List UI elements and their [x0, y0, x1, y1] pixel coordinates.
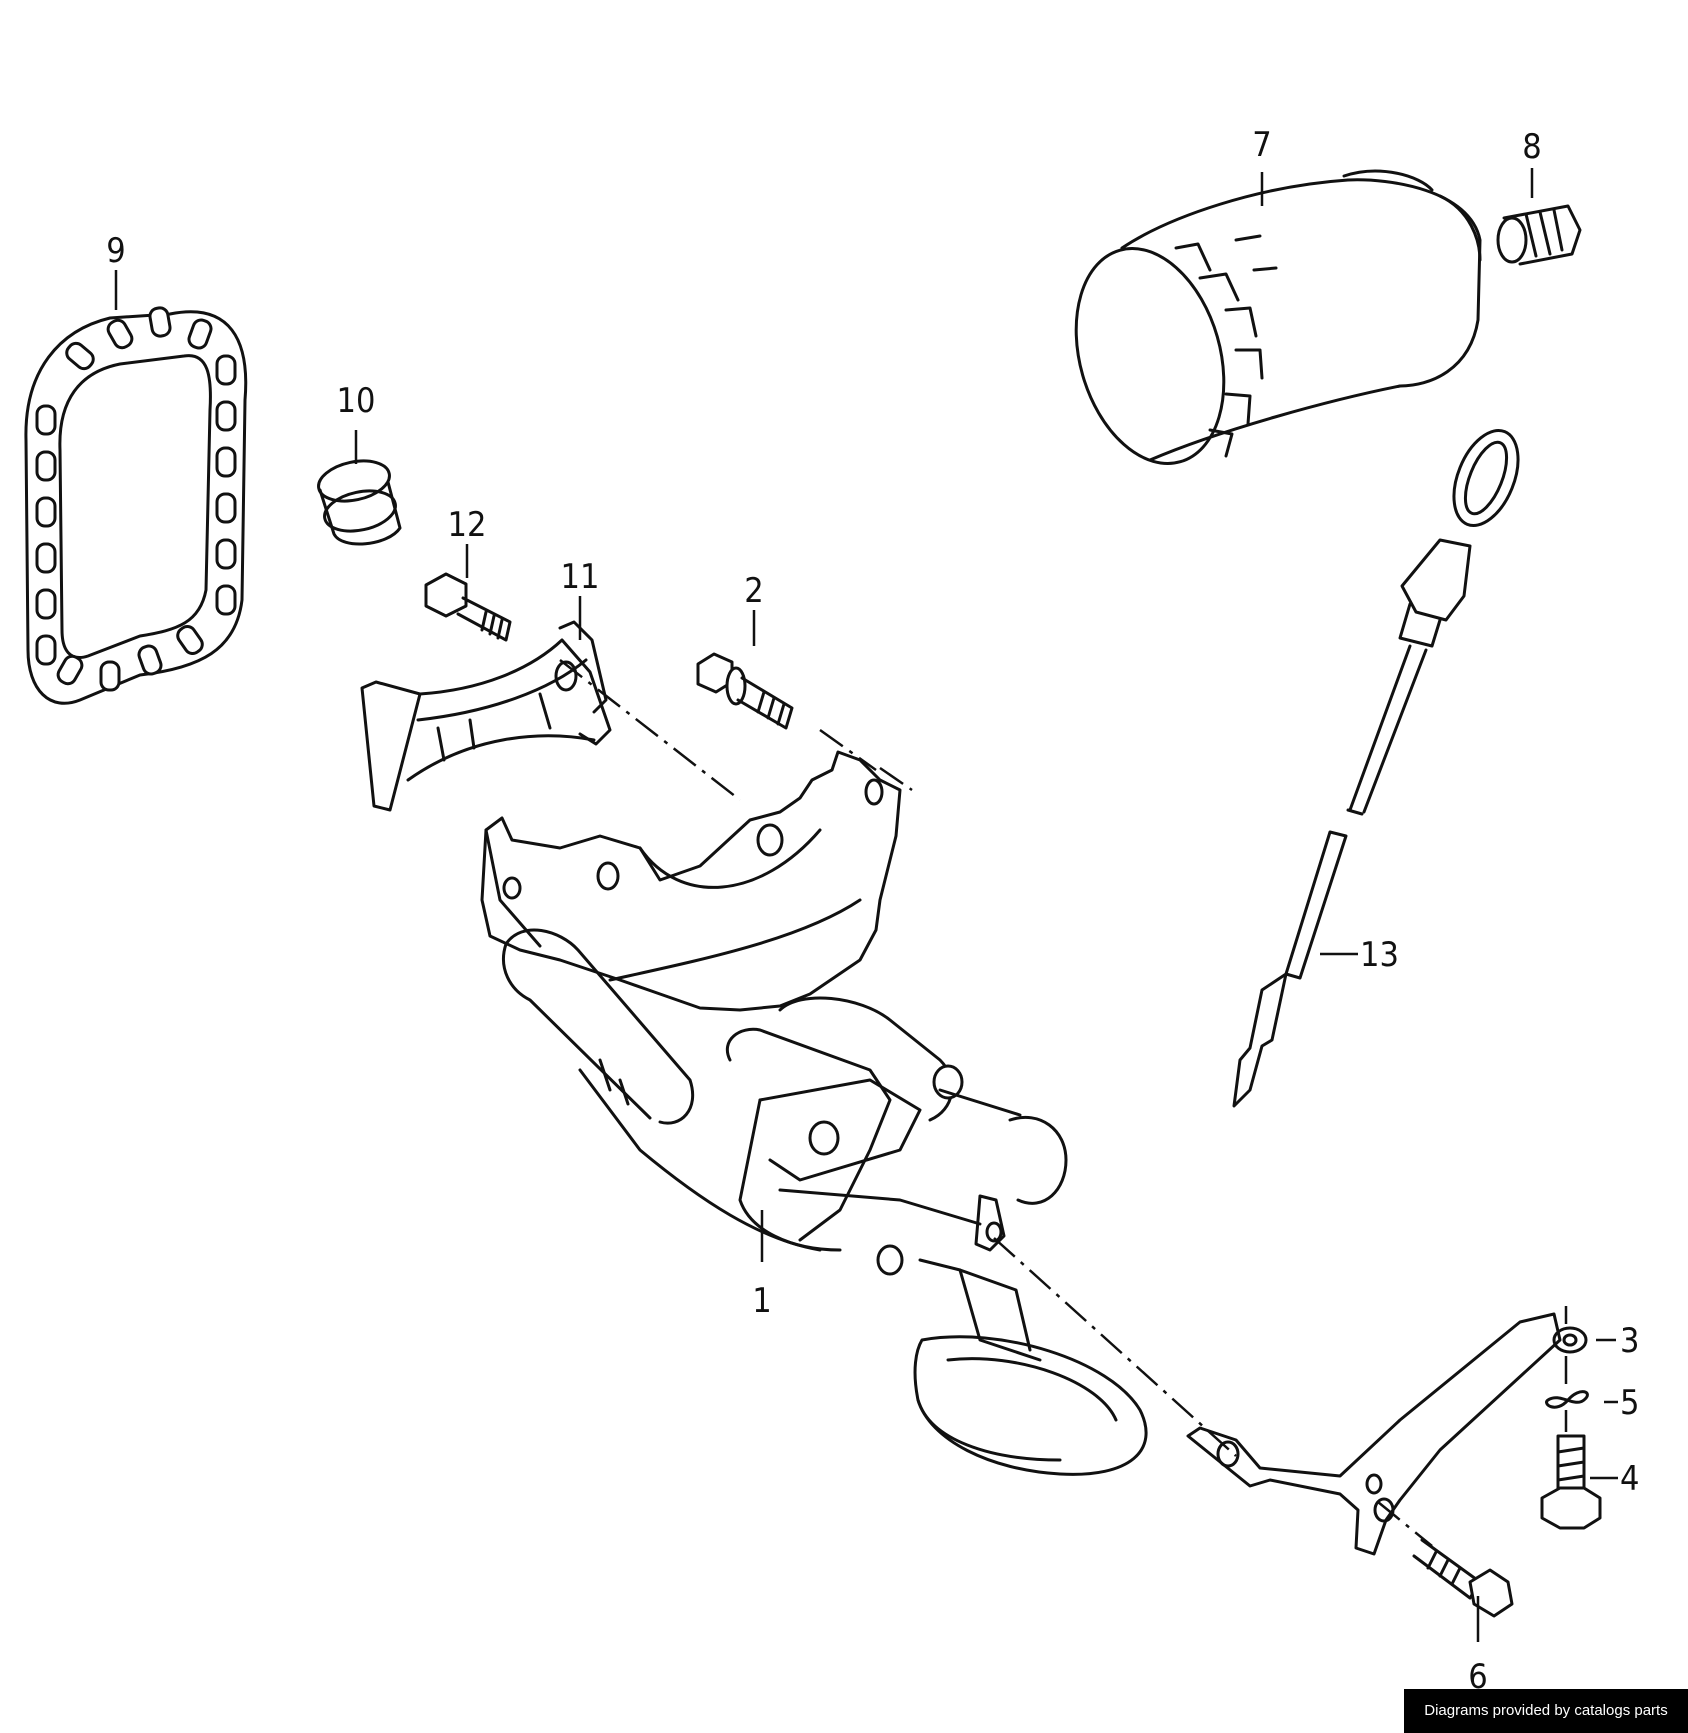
chain-link	[215, 446, 237, 478]
chain-link	[215, 492, 237, 524]
callout-12: 12	[448, 505, 487, 545]
callout-10: 10	[337, 381, 376, 421]
chain-link	[35, 496, 57, 528]
chain-guide	[360, 620, 612, 812]
bushing	[317, 459, 402, 546]
callout-7: 7	[1252, 125, 1271, 165]
chain-link	[35, 542, 57, 574]
callout-13: 13	[1360, 935, 1399, 975]
chain-link	[99, 660, 121, 692]
pump-support-strap	[1186, 1312, 1602, 1618]
timing-chain	[24, 306, 248, 705]
chain-link	[35, 404, 57, 436]
callout-6: 6	[1468, 1657, 1487, 1697]
chain-link	[65, 341, 95, 371]
chain-link	[215, 538, 237, 570]
chain-link	[35, 588, 57, 620]
chain-link	[35, 450, 57, 482]
chain-link	[176, 625, 204, 655]
chain-link	[137, 644, 163, 676]
dipstick	[1232, 428, 1520, 1108]
callout-4: 4	[1620, 1459, 1639, 1499]
assembly-lines	[559, 659, 1568, 1547]
threaded-plug	[1496, 204, 1582, 266]
chain-link	[187, 318, 213, 350]
oil-filter	[1074, 169, 1482, 465]
callout-1: 1	[752, 1281, 771, 1321]
callout-11: 11	[561, 557, 600, 597]
callout-5: 5	[1620, 1383, 1639, 1423]
oil-pump	[480, 750, 1148, 1476]
callout-8: 8	[1522, 127, 1541, 167]
callout-2: 2	[744, 571, 763, 611]
chain-link	[215, 400, 237, 432]
credit-banner: Diagrams provided by catalogs parts	[1404, 1689, 1688, 1733]
chain-link	[35, 634, 57, 666]
callout-labels: 9 10 12 11 2 7 8 13 1 3 5 4 6	[106, 125, 1639, 1697]
mounting-bolt	[696, 652, 794, 730]
callout-3: 3	[1620, 1321, 1639, 1361]
chain-link	[106, 318, 134, 350]
bracket-bolt	[424, 572, 512, 642]
leader-lines	[114, 168, 1618, 1642]
chain-link	[148, 306, 172, 338]
chain-link	[56, 654, 84, 686]
chain-link	[215, 354, 237, 386]
callout-9: 9	[106, 231, 125, 271]
chain-link	[215, 584, 237, 616]
